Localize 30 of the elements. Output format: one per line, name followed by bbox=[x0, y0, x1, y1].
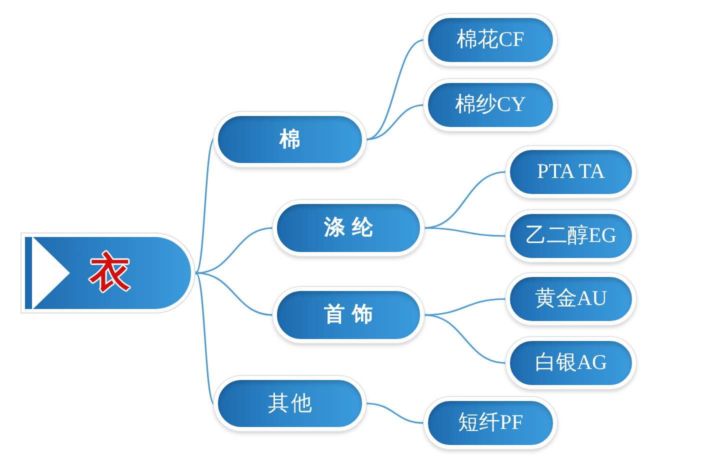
node-label: 乙二醇EG bbox=[526, 224, 616, 248]
node-label: PTA TA bbox=[536, 160, 605, 184]
topic-pill bbox=[273, 200, 424, 256]
topic-pill bbox=[424, 14, 557, 66]
topic-pill bbox=[506, 146, 636, 198]
topic-pill bbox=[214, 376, 366, 431]
topic-pill bbox=[506, 337, 636, 389]
topic-pill bbox=[506, 273, 636, 325]
connector-line bbox=[194, 138, 216, 275]
connector-line bbox=[364, 402, 426, 425]
node-label: 短纤PF bbox=[458, 411, 524, 435]
topic-pill bbox=[424, 397, 557, 449]
node-label: 衣 bbox=[88, 249, 131, 297]
topic-pill bbox=[506, 210, 636, 262]
node-label: 白银AG bbox=[534, 351, 608, 375]
node-label: 首饰 bbox=[324, 303, 381, 327]
node-label: 棉 bbox=[280, 128, 300, 152]
topic-pill bbox=[424, 79, 557, 131]
topic-pill bbox=[214, 112, 366, 167]
node-label: 棉花CF bbox=[456, 28, 524, 52]
topic-pill bbox=[273, 287, 424, 343]
connector-line bbox=[422, 226, 508, 238]
node-label: 棉纱CY bbox=[454, 93, 526, 117]
node-label: 涤纶 bbox=[324, 216, 381, 240]
node-label: 黄金AU bbox=[534, 287, 608, 311]
connector-line bbox=[194, 271, 216, 406]
connector-line bbox=[422, 313, 508, 365]
ribbon-banner bbox=[20, 232, 198, 314]
connector-line bbox=[364, 103, 426, 142]
node-label: 其他 bbox=[268, 392, 314, 416]
